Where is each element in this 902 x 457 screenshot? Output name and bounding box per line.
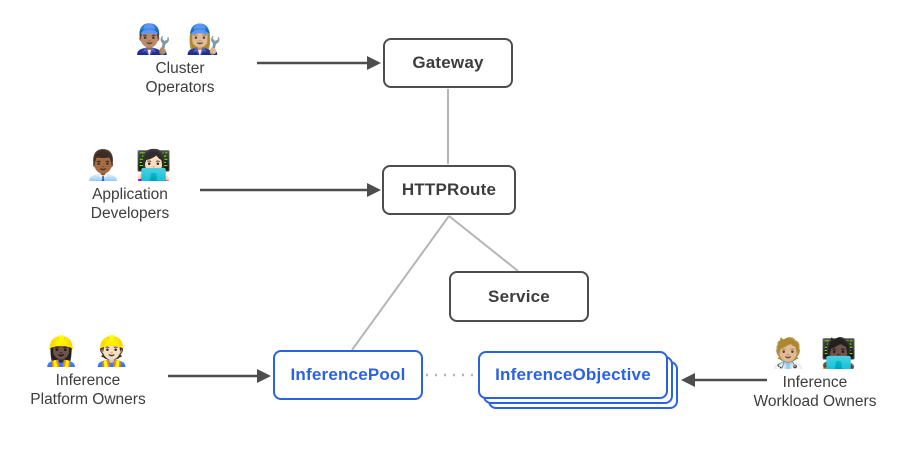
inference-platform-owners-label-line1: Inference — [55, 372, 121, 389]
edge-httproute-inferencepool — [351, 215, 450, 351]
gateway-node: Gateway — [383, 38, 513, 88]
persona-application-developers: 👨🏾‍💼 👩🏻‍💻 Application Developers — [45, 147, 215, 223]
cluster-operators-label-line1: Cluster — [155, 60, 205, 77]
arrowhead-httproute — [367, 183, 381, 197]
persona-inference-platform-owners: 👷🏿‍♀️ 👷🏻 Inference Platform Owners — [3, 333, 173, 409]
edge-httproute-service — [448, 215, 519, 272]
inference-workload-owners-label-line2: Workload Owners — [753, 393, 877, 410]
application-developers-label-line2: Developers — [90, 205, 170, 222]
inference-platform-owners-label-line2: Platform Owners — [30, 391, 146, 408]
application-developers-icon: 👨🏾‍💼 👩🏻‍💻 — [85, 150, 175, 182]
httproute-node: HTTPRoute — [382, 165, 516, 215]
inference-pool-node: InferencePool — [273, 350, 423, 400]
gateway-label: Gateway — [412, 53, 484, 72]
cluster-operators-label-line2: Operators — [145, 79, 215, 96]
inference-platform-owners-icon: 👷🏿‍♀️ 👷🏻 — [43, 336, 133, 368]
inference-workload-owners-label-line1: Inference — [782, 374, 848, 391]
cluster-operators-icon: 👨🏽‍🔧 👩🏼‍🔧 — [135, 24, 225, 56]
service-label: Service — [488, 286, 550, 306]
inference-pool-label: InferencePool — [290, 365, 406, 384]
arrowhead-gateway — [367, 56, 381, 70]
service-node: Service — [449, 271, 589, 322]
inference-workload-owners-icon: 🧑🏼‍⚕️ 🧑🏿‍💻 — [770, 338, 860, 370]
arrowhead-inferencepool — [257, 369, 271, 383]
persona-cluster-operators: 👨🏽‍🔧 👩🏼‍🔧 Cluster Operators — [95, 21, 265, 97]
arrowhead-inferenceobjective — [681, 373, 695, 387]
httproute-label: HTTPRoute — [401, 180, 497, 199]
persona-inference-workload-owners: 🧑🏼‍⚕️ 🧑🏿‍💻 Inference Workload Owners — [730, 335, 900, 411]
inference-objective-node: InferenceObjective — [478, 351, 668, 399]
inference-objective-label: InferenceObjective — [495, 365, 651, 384]
application-developers-label-line1: Application — [92, 186, 168, 203]
inference-objective-stack: InferenceObjective — [478, 351, 680, 411]
